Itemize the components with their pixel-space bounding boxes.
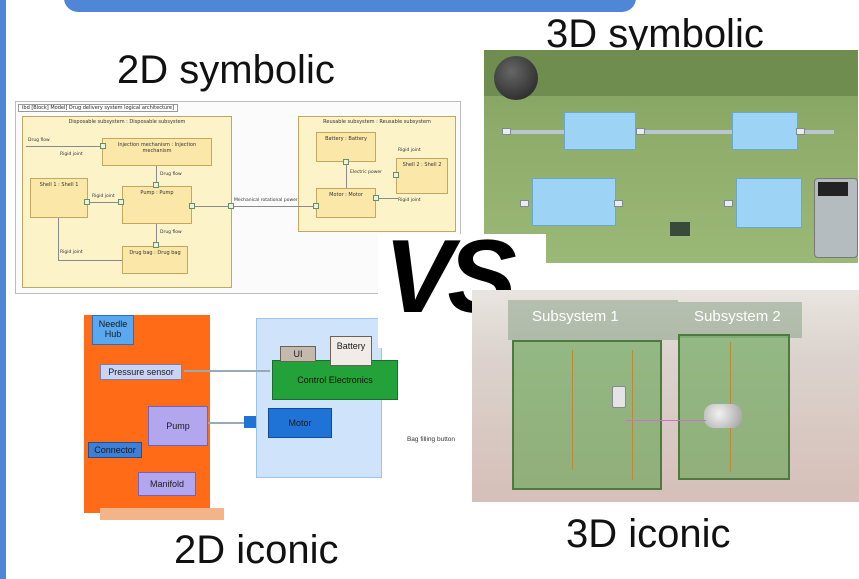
part-injection-mechanism: Injection mechanism : Injection mechanis… — [102, 138, 212, 166]
port — [189, 203, 195, 209]
flow-label: Drug flow — [160, 172, 182, 177]
glass-lid — [678, 302, 802, 338]
connector-knob — [796, 128, 805, 135]
sphere-object — [494, 56, 538, 100]
battery-block: Battery — [330, 336, 372, 366]
flow-label: Rigid joint — [60, 152, 83, 157]
port — [84, 199, 90, 205]
sysml-ibd-diagram: ibd [Block] Model] Drug delivery system … — [15, 101, 461, 294]
connector-line — [58, 260, 122, 261]
part-drug-bag: Drug bag : Drug bag — [122, 246, 188, 274]
part-pump: Pump : Pump — [122, 186, 192, 224]
port — [153, 182, 159, 188]
reusable-subsystem-title: Reusable subsystem : Reusable subsystem — [323, 119, 431, 125]
connector-knob — [520, 200, 529, 207]
flow-label: Drug flow — [160, 230, 182, 235]
part-motor: Motor : Motor — [316, 188, 376, 218]
side-device-screen — [818, 182, 848, 196]
blue-tile — [532, 178, 616, 226]
motor-model — [704, 404, 742, 428]
connector-line — [376, 198, 398, 199]
connector-line — [346, 162, 347, 188]
motor-coupling — [244, 416, 256, 428]
scene-backdrop — [484, 50, 858, 96]
connector-line — [156, 166, 157, 186]
title-banner — [64, 0, 636, 12]
subsystem-2-enclosure — [678, 334, 790, 480]
pump-block: Pump — [148, 406, 208, 446]
pressure-sensor: Pressure sensor — [100, 364, 182, 380]
blue-tile — [732, 112, 798, 150]
flow-label: Rigid joint — [92, 194, 115, 199]
blue-tile — [564, 112, 636, 150]
needle-hub: Needle Hub — [92, 315, 134, 345]
flow-label: Drug flow — [28, 138, 50, 143]
flow-label: Rigid joint — [60, 250, 83, 255]
port — [153, 242, 159, 248]
port — [373, 195, 379, 201]
label-3d-symbolic: 3D symbolic — [546, 12, 764, 56]
drive-arrow — [208, 422, 244, 424]
connector-line — [58, 218, 59, 260]
grey-link-line — [504, 130, 834, 134]
3d-symbolic-scene — [484, 50, 858, 263]
label-2d-symbolic: 2D symbolic — [117, 48, 335, 92]
label-3d-iconic: 3D iconic — [566, 512, 731, 556]
port — [393, 172, 399, 178]
control-electronics: Control Electronics — [272, 360, 398, 400]
3d-iconic-scene: Subsystem 1 Subsystem 2 — [472, 290, 859, 502]
disposable-subsystem-title: Disposable subsystem : Disposable subsys… — [68, 119, 186, 125]
base-plate — [100, 508, 224, 520]
wire — [572, 350, 573, 470]
subsystem-1-enclosure — [512, 340, 662, 490]
drug-bag-model — [612, 386, 626, 408]
port — [343, 159, 349, 165]
flow-label: Rigid joint — [398, 198, 421, 203]
wire — [632, 350, 633, 480]
port — [100, 143, 106, 149]
ui-block: UI — [280, 346, 316, 362]
port — [228, 203, 234, 209]
connector-line — [192, 206, 318, 207]
connector-line — [156, 224, 157, 246]
connector-knob — [724, 200, 733, 207]
signal-arrow — [184, 370, 270, 372]
dark-block — [670, 222, 690, 236]
connector-block: Connector — [88, 442, 142, 458]
glass-lid — [508, 300, 678, 340]
flow-label: Rigid joint — [398, 148, 421, 153]
flow-label: Electric power — [350, 170, 383, 175]
port — [313, 203, 319, 209]
flow-label: Mechanical rotational power — [234, 198, 298, 203]
subsystem-1-label: Subsystem 1 — [532, 308, 619, 325]
port — [118, 199, 124, 205]
connector-knob — [502, 128, 511, 135]
connector-knob — [614, 200, 623, 207]
blue-tile — [736, 178, 802, 228]
slide-left-border — [0, 0, 6, 579]
connector-line — [88, 202, 124, 203]
motor-block: Motor — [268, 408, 332, 438]
connector-line — [26, 146, 106, 147]
connector-knob — [636, 128, 645, 135]
subsystem-2-label: Subsystem 2 — [694, 308, 781, 325]
label-2d-iconic: 2D iconic — [174, 528, 339, 572]
bag-filling-button-label: Bag filling button — [406, 436, 456, 443]
part-shell-1: Shell 1 : Shell 1 — [30, 178, 88, 218]
part-shell-2: Shell 2 : Shell 2 — [396, 158, 448, 194]
drive-shaft — [626, 420, 706, 421]
diagram-tab: ibd [Block] Model] Drug delivery system … — [18, 104, 179, 112]
part-battery: Battery : Battery — [316, 132, 376, 162]
manifold-block: Manifold — [138, 472, 196, 496]
